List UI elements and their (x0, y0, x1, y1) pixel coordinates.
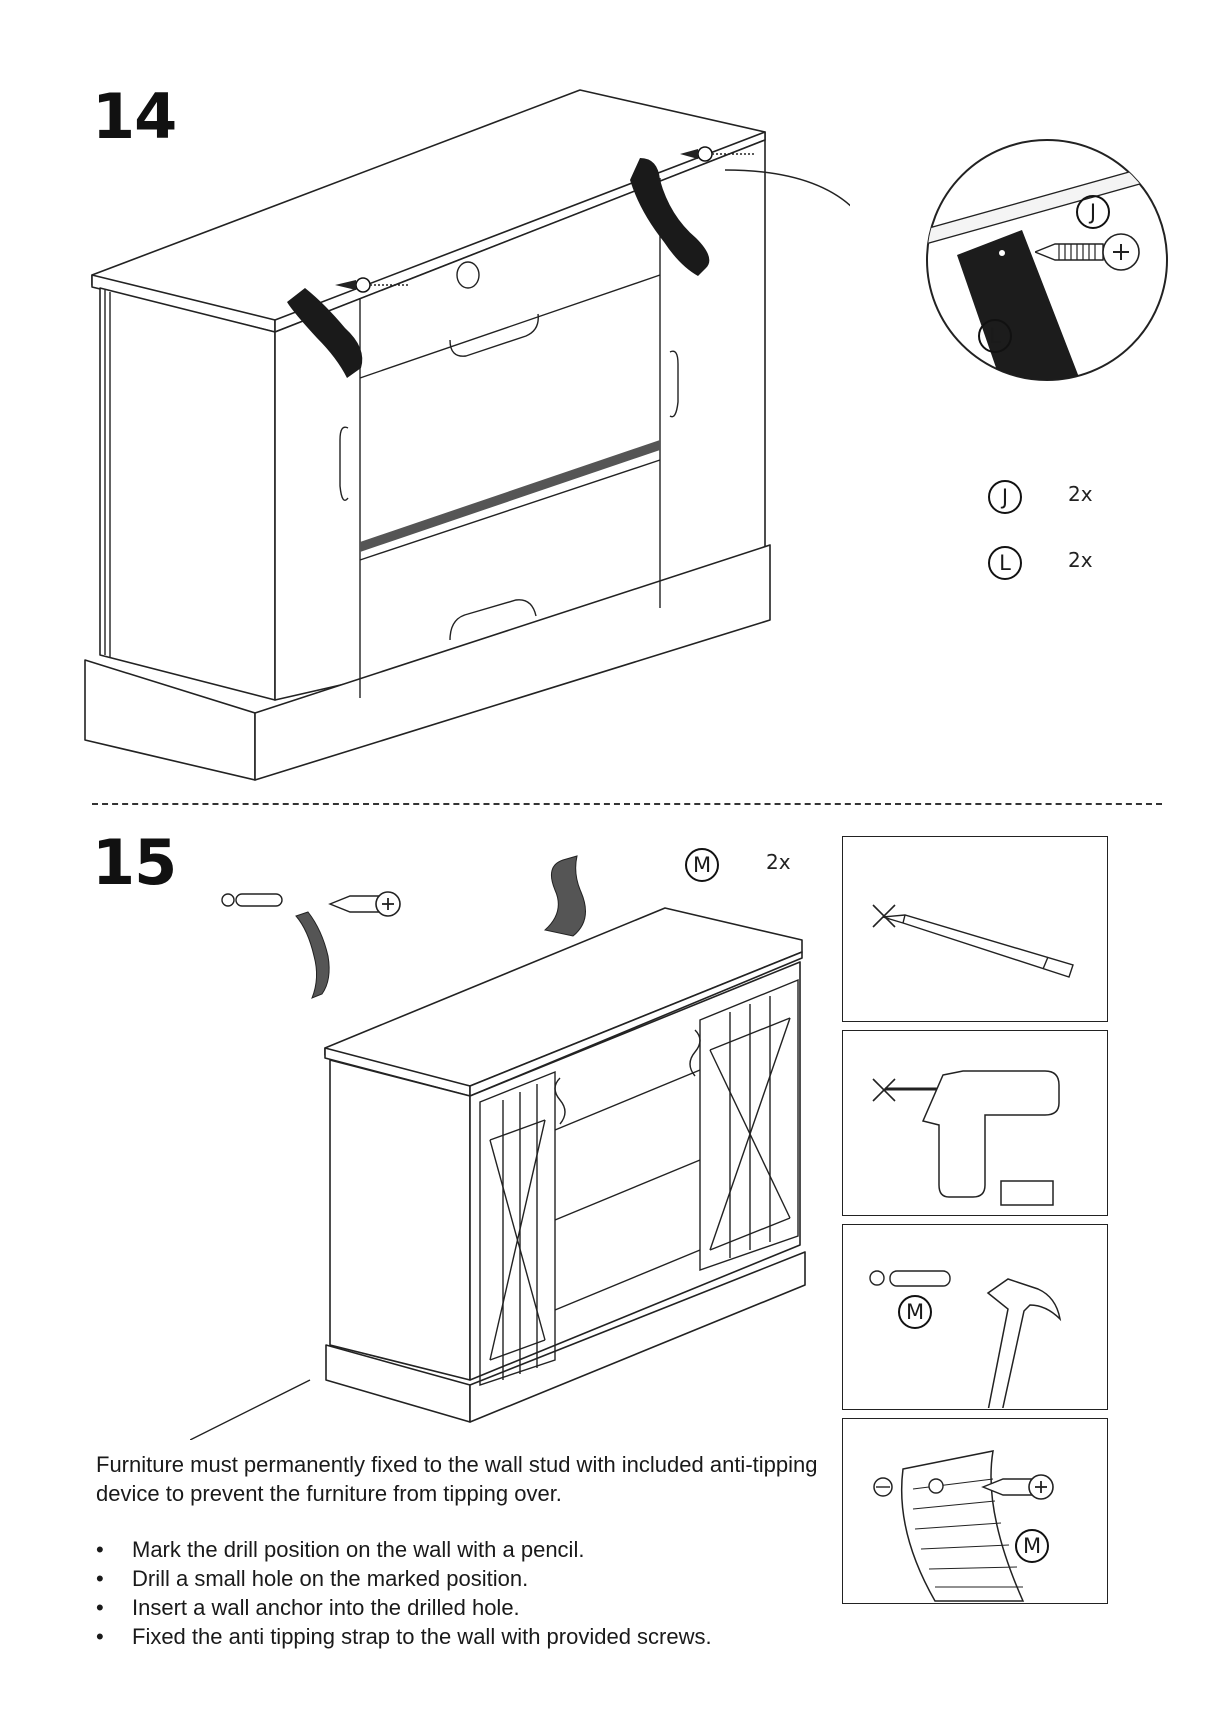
detail-part-j-label: J (1076, 195, 1110, 229)
step-15-number: 15 (92, 826, 177, 899)
part-l-quantity: 2x (1068, 548, 1093, 572)
panel-insert-anchor: M (842, 1224, 1108, 1410)
screw-j-icon (1035, 233, 1140, 271)
instruction-steps-list: Mark the drill position on the wall with… (96, 1535, 831, 1651)
instruction-step-1: Mark the drill position on the wall with… (96, 1535, 831, 1564)
part-m-quantity: 2x (766, 850, 791, 874)
step-divider (92, 803, 1162, 805)
pencil-icon (872, 904, 1074, 978)
part-l-icon: L (988, 546, 1022, 580)
instruction-step-2: Drill a small hole on the marked positio… (96, 1564, 831, 1593)
instruction-step-3: Insert a wall anchor into the drilled ho… (96, 1593, 831, 1622)
panel-drill-hole (842, 1030, 1108, 1216)
panel-mark-position (842, 836, 1108, 1022)
hammer-icon (869, 1270, 1062, 1408)
part-j-quantity: 2x (1068, 482, 1093, 506)
drill-icon (872, 1070, 1060, 1206)
wall-strap-icon (873, 1450, 1054, 1602)
wall-part-m-label: M (1015, 1529, 1049, 1563)
cabinet-front-illustration (190, 855, 806, 1440)
instruction-step-4: Fixed the anti tipping strap to the wall… (96, 1622, 831, 1651)
cabinet-back-illustration (84, 89, 850, 781)
step-14-number: 14 (92, 80, 177, 153)
anchor-part-m-label: M (898, 1295, 932, 1329)
instruction-intro: Furniture must permanently fixed to the … (96, 1452, 818, 1506)
part-m-icon: M (685, 848, 719, 882)
detail-part-l-label: L (978, 319, 1012, 353)
panel-fix-strap: M (842, 1418, 1108, 1604)
part-j-icon: J (988, 480, 1022, 514)
